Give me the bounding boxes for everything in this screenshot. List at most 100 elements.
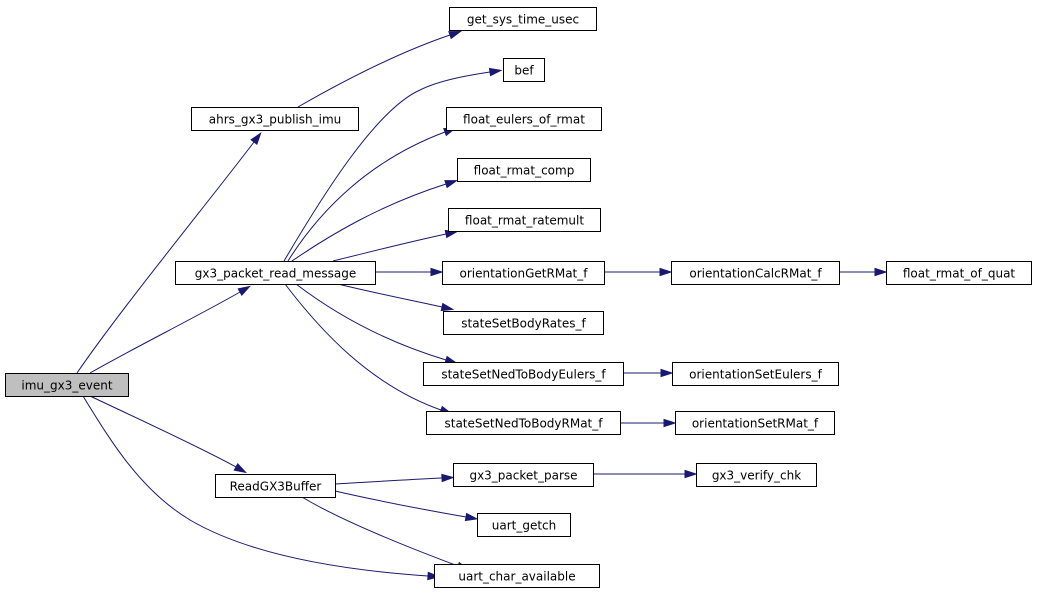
edge-line: [76, 141, 255, 374]
node-label: float_eulers_of_rmat: [463, 113, 585, 127]
node-box[interactable]: [457, 158, 591, 182]
edge-line: [287, 131, 446, 262]
node-orientationGetRMat_f[interactable]: orientationGetRMat_f: [442, 261, 605, 285]
edge-gx3_packet_read_message-to-float_eulers_of_rmat: [287, 127, 457, 262]
edges-layer: [76, 30, 888, 581]
edge-gx3_packet_read_message-to-stateSetNedToBodyEulers_f: [295, 283, 459, 364]
edge-line: [295, 283, 447, 361]
node-box[interactable]: [5, 373, 129, 397]
arrowhead-icon: [448, 30, 462, 40]
node-label: float_rmat_comp: [474, 164, 575, 178]
node-imu_gx3_event[interactable]: imu_gx3_event: [5, 373, 129, 397]
arrowhead-icon: [660, 368, 674, 378]
node-box[interactable]: [423, 362, 624, 386]
node-label: imu_gx3_event: [21, 379, 112, 393]
node-label: get_sys_time_usec: [467, 13, 579, 27]
node-orientationSetEulers_f[interactable]: orientationSetEulers_f: [672, 362, 839, 386]
node-box[interactable]: [449, 7, 597, 31]
node-box[interactable]: [191, 107, 359, 131]
node-stateSetNedToBodyRMat_f[interactable]: stateSetNedToBodyRMat_f: [426, 411, 621, 435]
arrowhead-icon: [440, 302, 455, 312]
edge-ReadGX3Buffer-to-uart_getch: [334, 490, 479, 522]
node-uart_char_available[interactable]: uart_char_available: [434, 564, 600, 588]
edge-imu_gx3_event-to-ReadGX3Buffer: [89, 395, 248, 474]
edge-line: [334, 490, 467, 518]
node-float_rmat_of_quat[interactable]: float_rmat_of_quat: [886, 261, 1032, 285]
node-float_rmat_ratemult[interactable]: float_rmat_ratemult: [448, 208, 601, 232]
edge-stateSetNedToBodyRMat_f-to-orientationSetRMat_f: [620, 418, 677, 428]
arrowhead-icon: [233, 463, 248, 474]
node-label: orientationSetEulers_f: [689, 368, 822, 382]
edge-line: [301, 496, 459, 567]
node-label: gx3_verify_chk: [712, 469, 801, 483]
edge-gx3_packet_read_message-to-stateSetBodyRates_f: [337, 283, 455, 312]
node-orientationCalcRMat_f[interactable]: orientationCalcRMat_f: [671, 261, 840, 285]
node-orientationSetRMat_f[interactable]: orientationSetRMat_f: [675, 411, 835, 435]
edge-gx3_packet_read_message-to-orientationGetRMat_f: [375, 267, 444, 277]
edge-line: [297, 34, 451, 108]
edge-ahrs_gx3_publish_imu-to-get_sys_time_usec: [297, 30, 462, 108]
node-label: bef: [514, 64, 534, 78]
arrowhead-icon: [427, 571, 441, 581]
node-stateSetBodyRates_f[interactable]: stateSetBodyRates_f: [443, 311, 604, 335]
node-label: uart_char_available: [458, 570, 575, 584]
node-box[interactable]: [675, 411, 835, 435]
edge-imu_gx3_event-to-uart_char_available: [82, 395, 441, 581]
edge-line: [283, 71, 491, 262]
edge-imu_gx3_event-to-ahrs_gx3_publish_imu: [76, 131, 262, 374]
edge-stateSetNedToBodyEulers_f-to-orientationSetEulers_f: [623, 368, 674, 378]
node-box[interactable]: [503, 58, 545, 82]
node-box[interactable]: [671, 261, 840, 285]
edge-line: [89, 395, 237, 468]
edge-gx3_packet_read_message-to-float_rmat_ratemult: [332, 229, 459, 262]
node-box[interactable]: [434, 564, 600, 588]
node-box[interactable]: [446, 107, 602, 131]
edge-ReadGX3Buffer-to-gx3_packet_parse: [334, 473, 455, 485]
node-bef[interactable]: bef: [503, 58, 545, 82]
node-label: ahrs_gx3_publish_imu: [209, 113, 342, 127]
edge-line: [82, 395, 429, 577]
node-box[interactable]: [175, 261, 376, 285]
arrowhead-icon: [659, 267, 673, 277]
node-box[interactable]: [443, 311, 604, 335]
arrowhead-icon: [464, 512, 479, 522]
node-label: orientationCalcRMat_f: [689, 267, 822, 281]
node-gx3_packet_read_message[interactable]: gx3_packet_read_message: [175, 261, 376, 285]
node-label: float_rmat_of_quat: [903, 267, 1016, 281]
edge-line: [334, 477, 443, 485]
node-gx3_verify_chk[interactable]: gx3_verify_chk: [696, 463, 817, 487]
node-get_sys_time_usec[interactable]: get_sys_time_usec: [449, 7, 597, 31]
node-ahrs_gx3_publish_imu[interactable]: ahrs_gx3_publish_imu: [191, 107, 359, 131]
edge-orientationGetRMat_f-to-orientationCalcRMat_f: [604, 267, 673, 277]
edge-ReadGX3Buffer-to-uart_char_available: [301, 496, 470, 571]
edge-line: [332, 233, 447, 262]
node-label: ReadGX3Buffer: [230, 480, 322, 494]
edge-gx3_packet_read_message-to-float_rmat_comp: [291, 180, 459, 262]
node-box[interactable]: [453, 463, 594, 487]
node-box[interactable]: [448, 208, 601, 232]
node-box[interactable]: [442, 261, 605, 285]
node-label: stateSetNedToBodyRMat_f: [445, 417, 604, 431]
node-box[interactable]: [426, 411, 621, 435]
node-box[interactable]: [477, 513, 571, 537]
node-stateSetNedToBodyEulers_f[interactable]: stateSetNedToBodyEulers_f: [423, 362, 624, 386]
node-uart_getch[interactable]: uart_getch: [477, 513, 571, 537]
arrowhead-icon: [684, 469, 698, 479]
arrowhead-icon: [430, 267, 444, 277]
edge-imu_gx3_event-to-gx3_packet_read_message: [89, 285, 251, 374]
edge-line: [89, 291, 241, 374]
edge-line: [284, 283, 442, 411]
node-box[interactable]: [672, 362, 839, 386]
node-float_eulers_of_rmat[interactable]: float_eulers_of_rmat: [446, 107, 602, 131]
node-box[interactable]: [886, 261, 1032, 285]
node-box[interactable]: [215, 474, 336, 498]
node-float_rmat_comp[interactable]: float_rmat_comp: [457, 158, 591, 182]
node-gx3_packet_parse[interactable]: gx3_packet_parse: [453, 463, 594, 487]
arrowhead-icon: [874, 267, 888, 277]
edge-gx3_packet_read_message-to-bef: [283, 67, 503, 262]
node-box[interactable]: [696, 463, 817, 487]
node-label: gx3_packet_read_message: [195, 267, 356, 281]
node-ReadGX3Buffer[interactable]: ReadGX3Buffer: [215, 474, 336, 498]
edge-line: [291, 183, 447, 262]
